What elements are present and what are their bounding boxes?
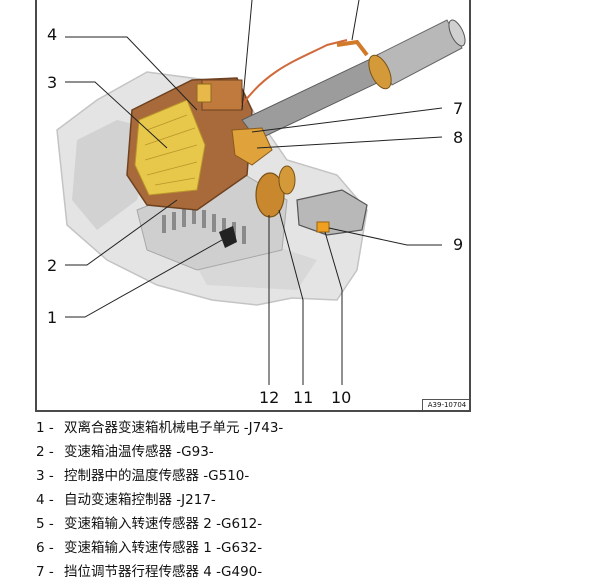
connector-yellow — [196, 83, 212, 103]
legend-number: 2 - — [36, 444, 54, 460]
wiring-harness — [241, 39, 348, 106]
callout-11: 11 — [293, 388, 314, 407]
callout-7: 7 — [453, 99, 464, 118]
leader-lines — [65, 0, 443, 385]
legend-item: 6 - 变速箱输入转速传感器 1 -G632- — [36, 536, 283, 560]
legend-number: 5 - — [36, 516, 54, 532]
mechatronics-drawing — [56, 0, 466, 385]
callout-3: 3 — [47, 73, 58, 92]
legend-text: 双离合器变速箱机械电子单元 -J743- — [64, 420, 284, 436]
side-housing — [296, 189, 368, 236]
sensor-orange — [316, 221, 330, 233]
legend-text: 变速箱输入转速传感器 2 -G612- — [64, 516, 263, 532]
circuit-traces — [144, 114, 198, 186]
legend-item: 3 - 控制器中的温度传感器 -G510- — [36, 464, 283, 488]
callout-4: 4 — [47, 25, 58, 44]
callout-8: 8 — [453, 128, 464, 147]
legend-list: 1 - 双离合器变速箱机械电子单元 -J743- 2 - 变速箱油温传感器 -G93… — [36, 416, 283, 584]
legend-text: 挡位调节器行程传感器 4 -G490- — [64, 564, 263, 580]
legend-number: 1 - — [36, 420, 54, 436]
input-shaft — [241, 19, 466, 141]
legend-number: 3 - — [36, 468, 54, 484]
legend-text: 自动变速箱控制器 -J217- — [64, 492, 216, 508]
callout-9: 9 — [453, 235, 464, 254]
callout-10: 10 — [331, 388, 352, 407]
legend-text: 控制器中的温度传感器 -G510- — [64, 468, 250, 484]
figure-code-label: A39-10704 — [422, 399, 469, 410]
sensor-g93 — [219, 226, 237, 248]
legend-text: 变速箱油温传感器 -G93- — [64, 444, 214, 460]
gear-assembly-2 — [278, 165, 296, 195]
callout-1: 1 — [47, 308, 58, 327]
legend-number: 7 - — [36, 564, 54, 580]
gear-assembly — [255, 172, 285, 218]
callout-12: 12 — [259, 388, 280, 407]
callout-2: 2 — [47, 256, 58, 275]
legend-item: 7 - 挡位调节器行程传感器 4 -G490- — [36, 560, 283, 584]
legend-item: 1 - 双离合器变速箱机械电子单元 -J743- — [36, 416, 283, 440]
legend-text: 变速箱输入转速传感器 1 -G632- — [64, 540, 263, 556]
legend-item: 2 - 变速箱油温传感器 -G93- — [36, 440, 283, 464]
sensor-lead-top — [336, 39, 369, 57]
mechatronics-illustration: 1 2 3 4 7 8 9 10 11 12 A39-10704 — [35, 0, 471, 412]
legend-item: 5 - 变速箱输入转速传感器 2 -G612- — [36, 512, 283, 536]
sensor-bracket — [231, 127, 273, 166]
legend-number: 4 - — [36, 492, 54, 508]
legend-item: 4 - 自动变速箱控制器 -J217- — [36, 488, 283, 512]
legend-number: 6 - — [36, 540, 54, 556]
